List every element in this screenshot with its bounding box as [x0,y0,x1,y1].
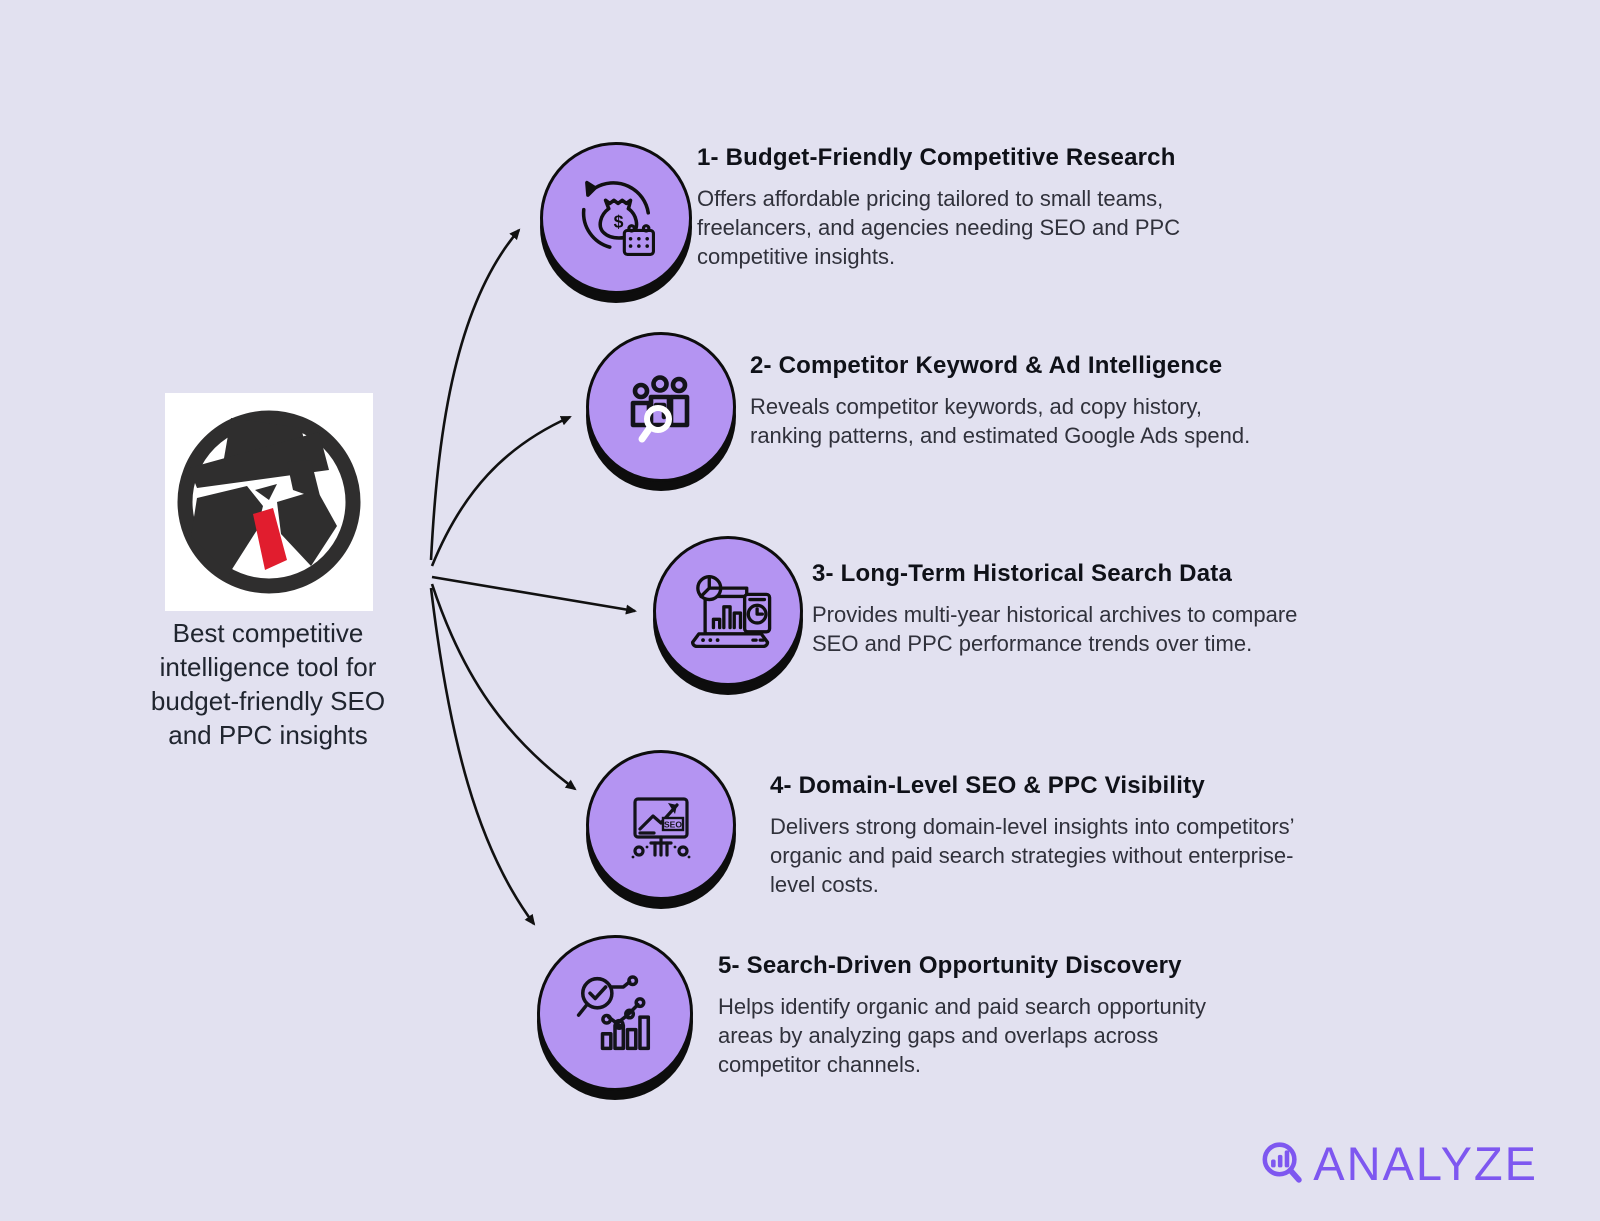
item-5: 5- Search-Driven Opportunity Discovery H… [718,952,1278,1079]
arrow-to-item-1 [429,228,521,561]
item-1: 1- Budget-Friendly Competitive Research … [697,144,1237,271]
item-3-title: 3- Long-Term Historical Search Data [812,560,1232,587]
hub-caption-line: and PPC insights [168,720,368,750]
item-5-desc-line: competitor channels. [718,1052,921,1077]
item-2-title: 2- Competitor Keyword & Ad Intelligence [750,352,1223,379]
item-3: 3- Long-Term Historical Search Data Prov… [812,560,1372,658]
node-opportunity-discovery [537,935,693,1091]
arrow-to-item-3 [431,575,637,615]
historical-data-icon [690,575,772,649]
item-4-desc-line: organic and paid search strategies witho… [770,843,1294,868]
item-1-desc-line: freelancers, and agencies needing SEO an… [697,215,1181,240]
arrow-to-item-2 [430,415,572,567]
arrow-to-item-4 [430,583,577,791]
item-2: 2- Competitor Keyword & Ad Intelligence … [750,352,1330,450]
team-search-icon [630,375,690,443]
item-1-desc-line: competitive insights. [697,244,896,269]
item-4-title: 4- Domain-Level SEO & PPC Visibility [770,772,1205,799]
node-historical-data [653,536,803,686]
item-2-desc-line: ranking patterns, and estimated Google A… [750,423,1251,448]
seo-glyph: SEO [664,820,682,830]
item-1-desc-line: Offers affordable pricing tailored to sm… [697,186,1164,211]
spy-tie [253,508,287,570]
hub-caption-line: budget-friendly SEO [150,686,386,716]
item-4-desc-line: Delivers strong domain-level insights in… [770,814,1295,839]
hub-caption-line: Best competitive [172,618,364,648]
spy-logo [165,393,373,611]
brand-logo: ANALYZE [1258,1136,1538,1191]
spy-logo-icon [177,410,361,594]
node-team-search [586,332,736,482]
node-seo-monitor: SEO [586,750,736,900]
item-5-title: 5- Search-Driven Opportunity Discovery [718,952,1182,979]
seo-monitor-icon: SEO [631,797,691,859]
opportunity-discovery-icon [576,975,651,1051]
item-2-desc-line: Reveals competitor keywords, ad copy his… [750,394,1202,419]
magnifier-bars-icon [1262,1141,1303,1183]
item-5-desc-line: Helps identify organic and paid search o… [718,994,1206,1019]
item-4: 4- Domain-Level SEO & PPC Visibility Del… [770,772,1370,899]
budget-research-icon: $ [581,180,655,256]
item-4-desc-line: level costs. [770,872,879,897]
hub-caption: Best competitive intelligence tool for b… [118,616,418,752]
item-3-desc-line: Provides multi-year historical archives … [812,602,1298,627]
dollar-glyph: $ [614,211,624,231]
node-budget-research: $ [540,142,692,294]
brand-label: ANALYZE [1313,1137,1538,1190]
item-3-desc-line: SEO and PPC performance trends over time… [812,631,1253,656]
hub-caption-line: intelligence tool for [159,652,377,682]
item-1-title: 1- Budget-Friendly Competitive Research [697,144,1176,171]
arrow-to-item-5 [429,587,536,926]
item-5-desc-line: areas by analyzing gaps and overlaps acr… [718,1023,1159,1048]
